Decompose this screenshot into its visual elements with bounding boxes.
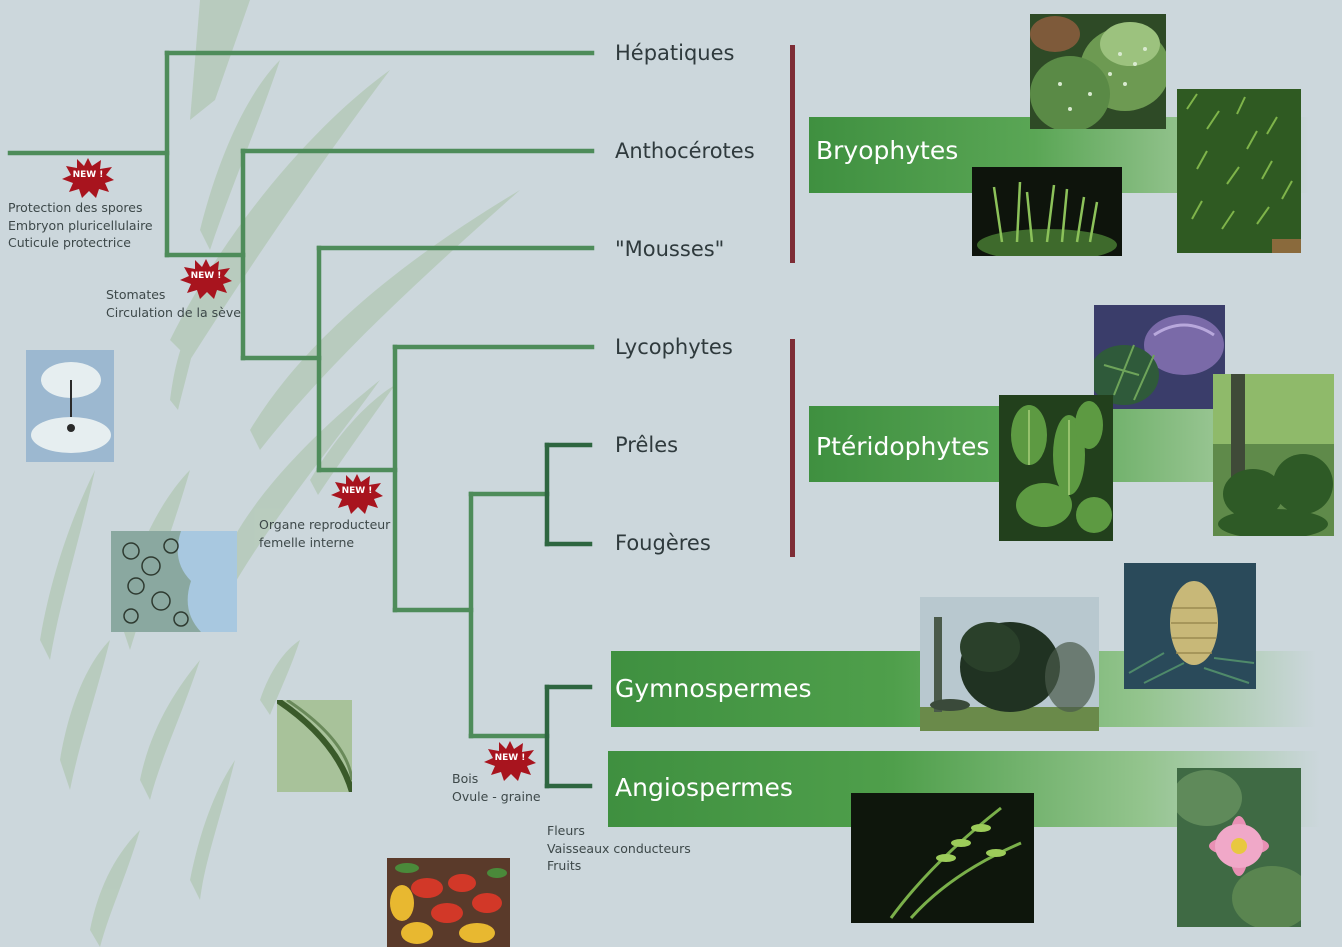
taxon-anthocerotes: Anthocérotes: [615, 141, 755, 162]
taxon-lycophytes: Lycophytes: [615, 337, 733, 358]
ovule-section-photo: [277, 700, 352, 792]
fruits-photo: [387, 858, 510, 947]
taxon-hepatiques: Hépatiques: [615, 43, 734, 64]
taxon-preles: Prêles: [615, 435, 678, 456]
water-lily-photo: [1177, 768, 1301, 927]
cedar-tree-photo: [920, 597, 1099, 731]
new-badge-1: NEW !: [62, 158, 114, 198]
innovation-line: Bois: [452, 770, 541, 788]
liverwort-photo: [1030, 14, 1166, 129]
bryophytes-label: Bryophytes: [816, 138, 958, 163]
taxon-fougeres: Fougères: [615, 533, 711, 554]
lycopod-photo: [1094, 305, 1225, 409]
horsetail-photo: [999, 395, 1113, 541]
taxon-gymnospermes: Gymnospermes: [615, 676, 812, 701]
innovation-vascular-sap: Stomates Circulation de la sève: [106, 286, 241, 321]
innovation-seed-plants: Bois Ovule - graine: [452, 770, 541, 805]
innovation-flowering: Fleurs Vaisseaux conducteurs Fruits: [547, 822, 691, 875]
moss-carpet-photo: [1177, 89, 1301, 253]
stoma-micrograph: [111, 531, 237, 632]
innovation-line: Fruits: [547, 857, 691, 875]
pteridophytes-label: Ptéridophytes: [816, 434, 989, 459]
marchantia-illustration: [26, 350, 114, 462]
bryophytes-bracket: [790, 45, 795, 263]
fern-forest-photo: [1213, 374, 1334, 536]
cedar-cone-photo: [1124, 563, 1256, 689]
innovation-land-plants: Protection des spores Embryon pluricellu…: [8, 199, 153, 252]
innovation-line: Protection des spores: [8, 199, 153, 217]
innovation-line: Vaisseaux conducteurs: [547, 840, 691, 858]
innovation-reproductive-organ: Organe reproducteur femelle interne: [259, 516, 390, 551]
innovation-line: Embryon pluricellulaire: [8, 217, 153, 235]
innovation-line: Fleurs: [547, 822, 691, 840]
innovation-line: femelle interne: [259, 534, 390, 552]
innovation-line: Circulation de la sève: [106, 304, 241, 322]
hornwort-photo: [972, 167, 1122, 256]
innovation-line: Ovule - graine: [452, 788, 541, 806]
new-badge-3: NEW !: [331, 474, 383, 514]
innovation-line: Stomates: [106, 286, 241, 304]
innovation-line: Cuticule protectrice: [8, 234, 153, 252]
pteridophytes-bracket: [790, 339, 795, 557]
innovation-line: Organe reproducteur: [259, 516, 390, 534]
taxon-angiospermes: Angiospermes: [615, 775, 793, 800]
grass-flower-photo: [851, 793, 1034, 923]
taxon-mousses: "Mousses": [615, 239, 724, 260]
